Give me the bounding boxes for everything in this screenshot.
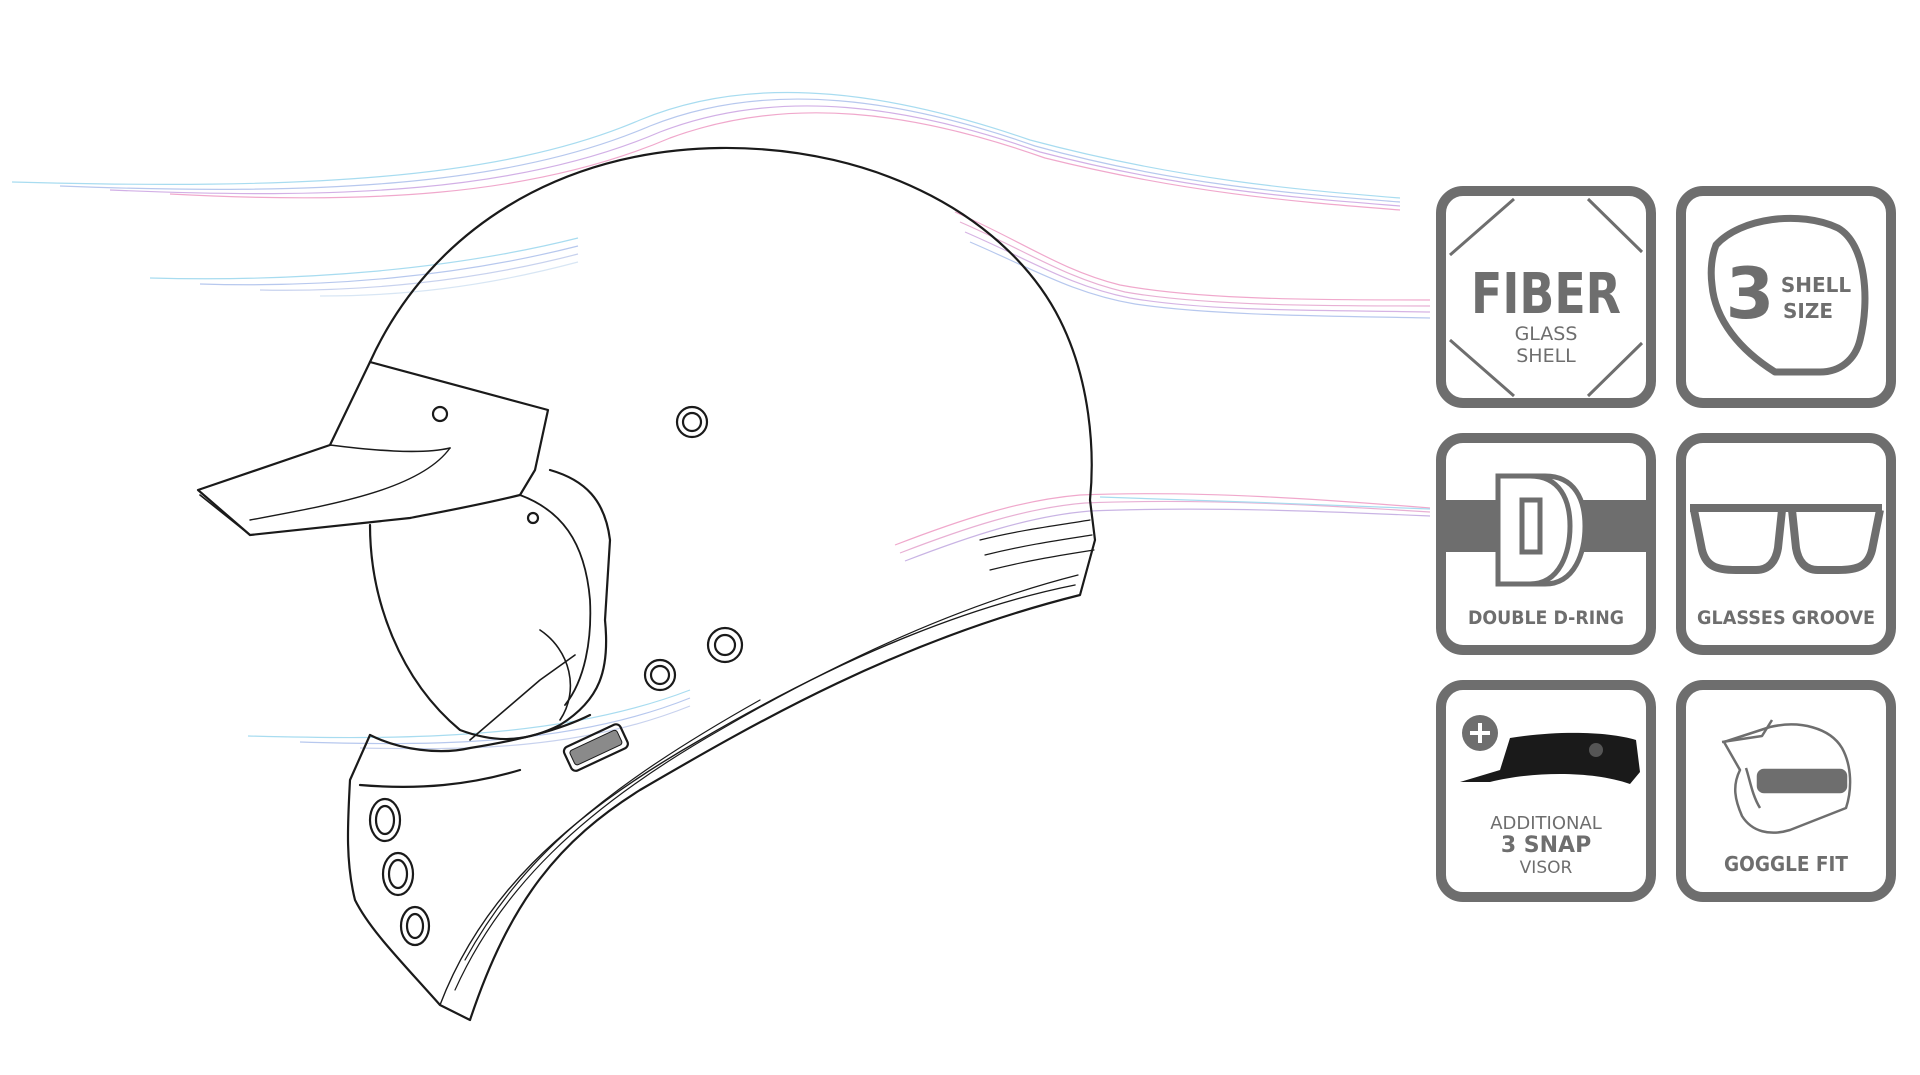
- airflow-rear-upper: [954, 211, 1431, 319]
- badge-glasses-label: GLASSES GROOVE: [1697, 607, 1875, 629]
- helmet-chin-bar: [358, 713, 592, 788]
- badge-goggle-fit: GOGGLE FIT: [1676, 680, 1896, 902]
- badge-visor-line2: 3 SNAP: [1501, 833, 1591, 858]
- shell-outline-icon: [1707, 214, 1869, 376]
- helmet-side-screw: [675, 405, 709, 439]
- badge-visor-line1: ADDITIONAL: [1490, 813, 1602, 834]
- badge-fiber-line1: GLASS: [1515, 323, 1578, 345]
- badge-fiber-title: FIBER: [1471, 262, 1621, 327]
- badge-glasses-groove: GLASSES GROOVE: [1676, 433, 1896, 655]
- d-ring-icon: [1495, 473, 1588, 587]
- badge-shell-line2: SIZE: [1783, 299, 1833, 323]
- badge-fiber-glass-shell: FIBER GLASS SHELL: [1436, 186, 1656, 408]
- airflow-chin: [247, 689, 691, 750]
- badge-double-d-ring: DOUBLE D-RING: [1436, 433, 1656, 655]
- helmet-illustration: [196, 146, 1097, 1022]
- badge-additional-visor: ADDITIONAL 3 SNAP VISOR: [1436, 680, 1656, 902]
- helmet-face-opening: [368, 468, 612, 741]
- badge-shell-line1: SHELL: [1781, 273, 1852, 297]
- helmet-peak-visor: [196, 360, 550, 537]
- glasses-icon: [1690, 504, 1884, 574]
- goggle-helmet-icon: [1721, 719, 1852, 834]
- badge-shell-size: 3 SHELL SIZE: [1676, 186, 1896, 408]
- airflow-lines: [11, 91, 1431, 750]
- badge-shell-number: 3: [1726, 253, 1775, 335]
- helmet-shell-outline: [346, 146, 1097, 1022]
- airflow-top: [11, 91, 1401, 211]
- badge-d-ring-label: DOUBLE D-RING: [1468, 607, 1624, 629]
- badge-visor-line3: VISOR: [1520, 858, 1573, 878]
- badge-goggle-label: GOGGLE FIT: [1724, 852, 1848, 876]
- airflow-upper-left: [149, 237, 579, 297]
- feature-badges: FIBER GLASS SHELL 3 SHELL SIZE DOUBLE D-…: [1436, 186, 1896, 902]
- airflow-rear-lower: [894, 493, 1431, 562]
- badge-fiber-line2: SHELL: [1516, 345, 1576, 367]
